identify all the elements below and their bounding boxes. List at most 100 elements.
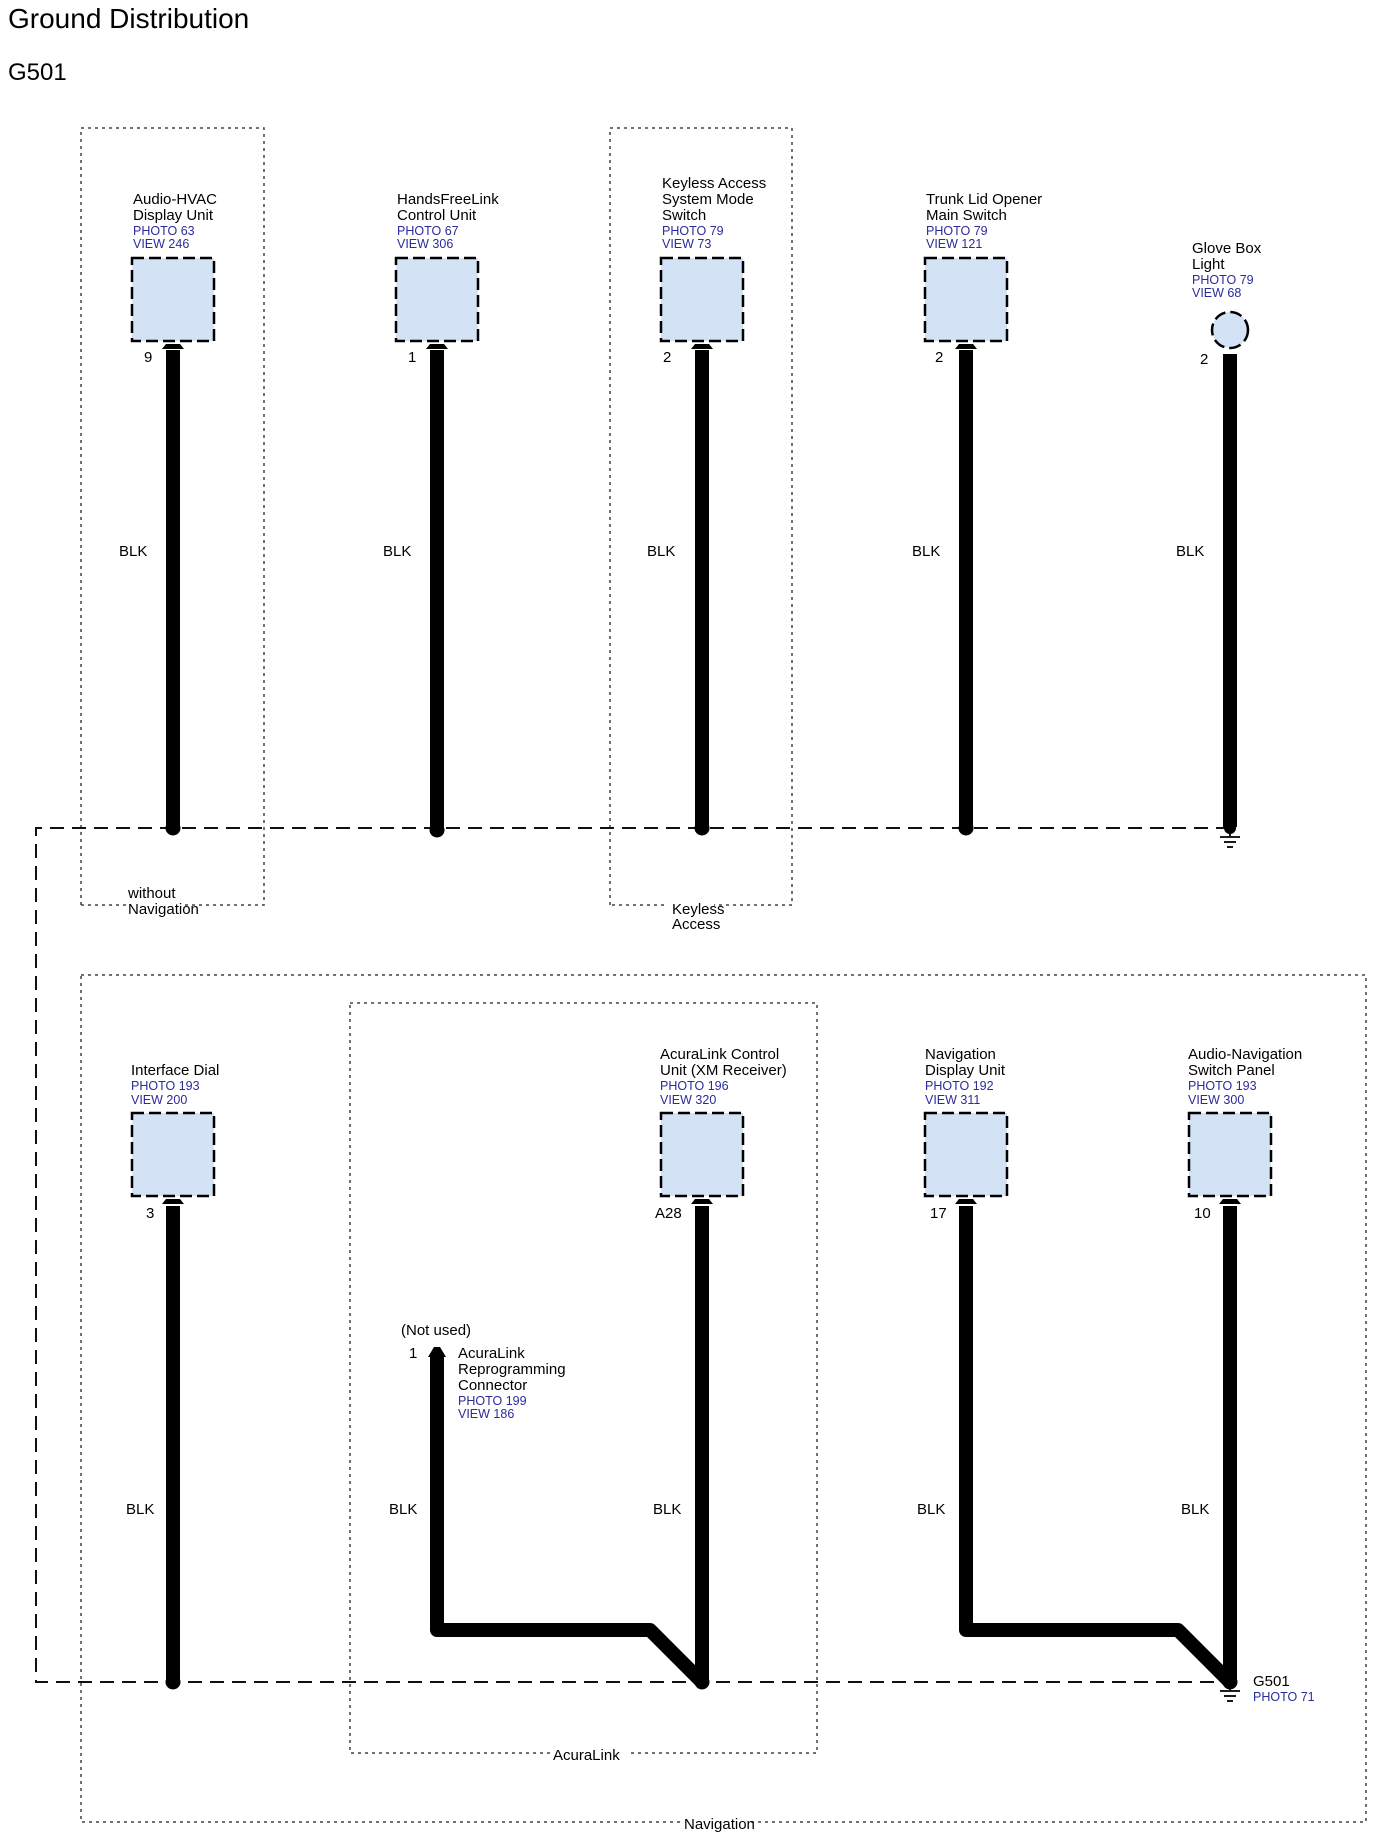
wire-navigation-display-unit — [959, 1206, 1235, 1687]
connector-trunk-lid-opener[interactable] — [923, 256, 1009, 343]
label-keyless-3: Switch — [662, 207, 706, 224]
ref-photo-nav-display[interactable]: PHOTO 192 — [925, 1079, 994, 1093]
label-audio-hvac-1: Audio-HVAC — [133, 191, 217, 208]
pin-glove-box: 2 — [1200, 351, 1208, 368]
wire-color-label: BLK — [126, 1501, 154, 1518]
label-reprog-3: Connector — [458, 1377, 527, 1394]
label-handsfreelink-2: Control Unit — [397, 207, 477, 224]
ref-photo-interface-dial[interactable]: PHOTO 193 — [131, 1079, 200, 1093]
connector-glove-box-light[interactable] — [1210, 310, 1250, 350]
connector-audio-navigation-panel[interactable] — [1187, 1111, 1273, 1198]
ref-view-handsfreelink[interactable]: VIEW 306 — [397, 237, 453, 251]
label-audio-nav-1: Audio-Navigation — [1188, 1046, 1302, 1063]
ground-bus-line — [35, 827, 1230, 1683]
ref-photo-audio-hvac[interactable]: PHOTO 63 — [133, 224, 195, 238]
page-title: Ground Distribution — [8, 3, 249, 34]
terminal-cap — [1219, 1199, 1241, 1204]
pin-handsfreelink: 1 — [408, 349, 416, 366]
ref-view-audio-hvac[interactable]: VIEW 246 — [133, 237, 189, 251]
connector-interface-dial[interactable] — [130, 1111, 216, 1198]
connector-audio-hvac[interactable] — [130, 256, 216, 343]
label-handsfreelink-1: HandsFreeLink — [397, 191, 499, 208]
terminal-cap — [955, 1199, 977, 1204]
wire-color-label: BLK — [119, 543, 147, 560]
group-box-acuralink — [349, 1002, 818, 1754]
junction-dot — [694, 820, 710, 836]
ref-view-audio-nav[interactable]: VIEW 300 — [1188, 1093, 1244, 1107]
label-audio-hvac-2: Display Unit — [133, 207, 214, 224]
label-not-used: (Not used) — [401, 1322, 471, 1339]
ref-view-trunk[interactable]: VIEW 121 — [926, 237, 982, 251]
label-keyless-2: System Mode — [662, 191, 754, 208]
pin-interface-dial: 3 — [146, 1205, 154, 1222]
label-reprog-2: Reprogramming — [458, 1361, 566, 1378]
ground-point-photo[interactable]: PHOTO 71 — [1253, 1690, 1315, 1704]
ref-photo-trunk[interactable]: PHOTO 79 — [926, 224, 988, 238]
ref-view-nav-display[interactable]: VIEW 311 — [925, 1093, 980, 1107]
terminal-cap — [691, 1199, 713, 1204]
junction-dot — [958, 820, 974, 836]
ref-view-interface-dial[interactable]: VIEW 200 — [131, 1093, 187, 1107]
junction-dot — [165, 820, 181, 836]
ref-photo-glove-box[interactable]: PHOTO 79 — [1192, 273, 1254, 287]
wire-color-label: BLK — [912, 543, 940, 560]
group-box-navigation — [80, 974, 1367, 1823]
terminal-cap — [162, 1199, 184, 1204]
ground-symbol-icon — [1220, 1682, 1240, 1702]
ref-view-reprog[interactable]: VIEW 186 — [458, 1407, 514, 1421]
label-reprog-1: AcuraLink — [458, 1345, 525, 1362]
connector-handsfreelink[interactable] — [394, 256, 480, 343]
wire-color-label: BLK — [383, 543, 411, 560]
group-box-keyless-access — [609, 127, 793, 906]
label-interface-dial: Interface Dial — [131, 1062, 219, 1079]
label-nav-display-1: Navigation — [925, 1046, 996, 1063]
connector-keyless-access-switch[interactable] — [659, 256, 745, 343]
ref-photo-acuralink[interactable]: PHOTO 196 — [660, 1079, 729, 1093]
group-label-keyless: Keyless — [672, 901, 725, 918]
group-box-without-navigation — [80, 127, 265, 906]
ref-photo-audio-nav[interactable]: PHOTO 193 — [1188, 1079, 1257, 1093]
ref-photo-handsfreelink[interactable]: PHOTO 67 — [397, 224, 459, 238]
label-acuralink-2: Unit (XM Receiver) — [660, 1062, 787, 1079]
wire-color-label: BLK — [1176, 543, 1204, 560]
reprogramming-terminal-icon — [428, 1347, 446, 1357]
pin-acuralink: A28 — [655, 1205, 682, 1222]
label-trunk-2: Main Switch — [926, 207, 1007, 224]
ref-photo-reprog[interactable]: PHOTO 199 — [458, 1394, 527, 1408]
pin-trunk: 2 — [935, 349, 943, 366]
label-glove-box-2: Light — [1192, 256, 1225, 273]
label-nav-display-2: Display Unit — [925, 1062, 1006, 1079]
group-label-without: without — [127, 885, 176, 902]
terminal-cap — [162, 344, 184, 349]
wire-color-label: BLK — [647, 543, 675, 560]
connector-navigation-display-unit[interactable] — [923, 1111, 1009, 1198]
connector-acuralink-control-unit[interactable] — [659, 1111, 745, 1198]
group-label-access: Access — [672, 916, 720, 933]
group-label-navigation-2: Navigation — [684, 1816, 755, 1833]
pin-reprogramming: 1 — [409, 1345, 417, 1362]
terminal-cap — [955, 344, 977, 349]
pin-keyless: 2 — [663, 349, 671, 366]
terminal-cap — [691, 344, 713, 349]
terminal-cap — [426, 344, 448, 349]
junction-dot — [165, 1674, 181, 1690]
wire-reprogramming-connector — [430, 1356, 707, 1687]
junction-dot — [694, 1674, 710, 1690]
wire-color-label: BLK — [653, 1501, 681, 1518]
pin-nav-display: 17 — [930, 1205, 947, 1222]
label-audio-nav-2: Switch Panel — [1188, 1062, 1275, 1079]
ref-view-keyless[interactable]: VIEW 73 — [662, 237, 711, 251]
label-glove-box-1: Glove Box — [1192, 240, 1262, 257]
label-trunk-1: Trunk Lid Opener — [926, 191, 1042, 208]
ground-symbol-icon — [1220, 828, 1240, 848]
ref-view-glove-box[interactable]: VIEW 68 — [1192, 286, 1241, 300]
wire-color-label: BLK — [389, 1501, 417, 1518]
ref-view-acuralink[interactable]: VIEW 320 — [660, 1093, 716, 1107]
ref-photo-keyless[interactable]: PHOTO 79 — [662, 224, 724, 238]
page-subtitle: G501 — [8, 59, 67, 86]
pin-audio-nav: 10 — [1194, 1205, 1211, 1222]
label-acuralink-1: AcuraLink Control — [660, 1046, 779, 1063]
group-label-acuralink: AcuraLink — [553, 1747, 620, 1764]
ground-point-name: G501 — [1253, 1673, 1290, 1690]
